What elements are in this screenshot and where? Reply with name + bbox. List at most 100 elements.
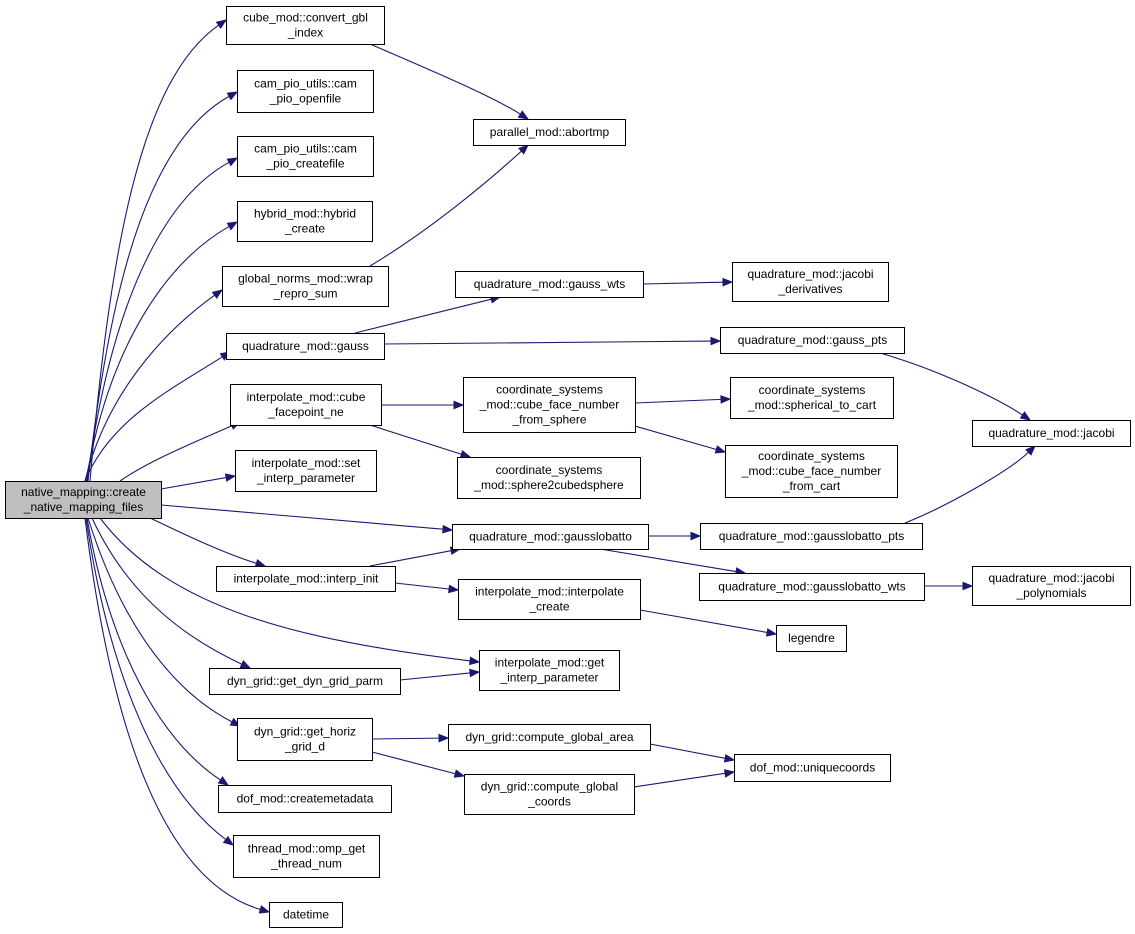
edge-line (86, 517, 221, 781)
edge-gausslobatto-to-gausslobatto_wts (599, 548, 747, 576)
node-label-line: quadrature_mod::gausslobatto (469, 530, 632, 544)
node-box (730, 377, 894, 419)
node-label-line: _interp_parameter (256, 471, 355, 485)
node-set-interp-parameter[interactable]: interpolate_mod::set_interp_parameter (235, 450, 377, 492)
edge-line (160, 477, 227, 490)
node-cube-face-number-from-cart[interactable]: coordinate_systems_mod::cube_face_number… (725, 445, 898, 498)
node-sphere2cubedsphere[interactable]: coordinate_systems_mod::sphere2cubedsphe… (457, 457, 641, 499)
arrowhead-icon (226, 91, 239, 101)
edge-line (599, 548, 737, 573)
node-label-line: _native_mapping_files (23, 500, 143, 514)
edge-line (91, 517, 243, 665)
arrowhead-icon (453, 400, 465, 410)
node-abortmp[interactable]: parallel_mod::abortmp (473, 119, 626, 146)
edge-line (371, 737, 440, 740)
edge-gauss_wts-to-jacobi_derivatives (642, 277, 734, 287)
arrowhead-icon (714, 445, 727, 454)
edge-line (879, 352, 1023, 416)
node-box (458, 579, 641, 620)
node-jacobi-polynomials[interactable]: quadrature_mod::jacobi_polynomials (972, 566, 1131, 606)
arrowhead-icon (690, 531, 702, 541)
node-hybrid-create[interactable]: hybrid_mod::hybrid_create (237, 201, 373, 242)
node-label-line: _from_sphere (511, 413, 586, 427)
node-legendre[interactable]: legendre (776, 625, 847, 652)
node-gausslobatto[interactable]: quadrature_mod::gausslobatto (452, 524, 649, 550)
edge-line (87, 517, 233, 723)
node-convert-gbl[interactable]: cube_mod::convert_gbl_index (226, 6, 385, 45)
edge-line (371, 751, 456, 775)
node-omp-get-thread-num[interactable]: thread_mod::omp_get_thread_num (233, 835, 380, 878)
arrowhead-icon (459, 449, 472, 459)
edge-native_mapping-to-convert_gbl (89, 19, 228, 482)
edge-get_dyn_grid_parm-to-get_interp_parameter (399, 668, 481, 681)
node-gauss-wts[interactable]: quadrature_mod::gauss_wts (455, 271, 644, 298)
node-get-dyn-grid-parm[interactable]: dyn_grid::get_dyn_grid_parm (209, 668, 401, 695)
node-gausslobatto-wts[interactable]: quadrature_mod::gausslobatto_wts (699, 573, 925, 601)
node-uniquecoords[interactable]: dof_mod::uniquecoords (734, 754, 891, 782)
node-compute-global-coords[interactable]: dyn_grid::compute_global_coords (464, 774, 635, 815)
node-label-line: _mod::cube_face_number (479, 398, 619, 412)
node-datetime[interactable]: datetime (269, 902, 343, 928)
node-label-line: coordinate_systems (496, 383, 603, 397)
edge-line (399, 672, 471, 681)
node-box (448, 724, 651, 751)
arrowhead-icon (258, 905, 271, 914)
node-jacobi-derivatives[interactable]: quadrature_mod::jacobi_derivatives (732, 262, 889, 302)
edge-cube_facepoint_ne-to-cube_face_number_from_sphere (381, 400, 465, 410)
node-jacobi[interactable]: quadrature_mod::jacobi (972, 420, 1131, 447)
node-cam-pio-createfile[interactable]: cam_pio_utils::cam_pio_createfile (237, 136, 374, 177)
node-label-line: coordinate_systems (759, 383, 866, 397)
node-cube-face-number-from-sphere[interactable]: coordinate_systems_mod::cube_face_number… (463, 377, 636, 433)
edge-get_horiz_grid_d-to-compute_global_coords (371, 751, 466, 778)
node-gauss[interactable]: quadrature_mod::gauss (226, 333, 385, 360)
node-compute-global-area[interactable]: dyn_grid::compute_global_area (448, 724, 651, 751)
node-gauss-pts[interactable]: quadrature_mod::gauss_pts (720, 327, 905, 354)
arrowhead-icon (518, 144, 529, 155)
edge-line (354, 298, 492, 334)
node-gausslobatto-pts[interactable]: quadrature_mod::gausslobatto_pts (700, 523, 923, 550)
edge-get_horiz_grid_d-to-compute_global_area (371, 733, 450, 743)
edge-line (639, 609, 768, 633)
node-box (237, 718, 373, 761)
node-box (269, 902, 343, 928)
node-box (720, 327, 905, 354)
arrowhead-icon (720, 395, 732, 404)
node-createmetadata[interactable]: dof_mod::createmetadata (218, 785, 392, 813)
node-label-line: _repro_sum (272, 287, 337, 301)
node-native-mapping[interactable]: native_mapping::create_native_mapping_fi… (5, 481, 162, 519)
node-box (235, 450, 377, 492)
node-label-line: interpolate_mod::get (495, 656, 605, 670)
node-label-line: cube_mod::convert_gbl (243, 11, 368, 25)
node-cam-pio-openfile[interactable]: cam_pio_utils::cam_pio_openfile (237, 70, 374, 113)
edge-native_mapping-to-set_interp_parameter (160, 473, 237, 490)
edge-native_mapping-to-datetime (84, 517, 271, 914)
node-label-line: quadrature_mod::gausslobatto_wts (718, 580, 905, 594)
edge-line (86, 161, 230, 482)
node-cube-facepoint-ne[interactable]: interpolate_mod::cube_facepoint_ne (230, 384, 382, 426)
edge-compute_global_coords-to-uniquecoords (633, 769, 736, 788)
node-box (473, 119, 626, 146)
node-box (734, 754, 891, 782)
node-label-line: quadrature_mod::jacobi (747, 267, 873, 281)
node-box (5, 481, 162, 519)
node-label-line: _index (287, 26, 323, 40)
edge-line (369, 550, 452, 567)
node-wrap-repro-sum[interactable]: global_norms_mod::wrap_repro_sum (222, 266, 389, 307)
node-interpolate-create[interactable]: interpolate_mod::interpolate_create (458, 579, 641, 620)
node-box (463, 377, 636, 433)
node-label-line: coordinate_systems (758, 449, 865, 463)
node-box (732, 262, 889, 302)
arrowhead-icon (448, 584, 460, 594)
node-label-line: _mod::cube_face_number (741, 464, 881, 478)
node-label-line: interpolate_mod::cube (247, 390, 366, 404)
node-interp-init[interactable]: interpolate_mod::interp_init (216, 566, 396, 592)
node-label-line: interpolate_mod::interp_init (234, 572, 379, 586)
node-label-line: interpolate_mod::set (252, 456, 361, 470)
node-label-line: dyn_grid::get_dyn_grid_parm (227, 674, 383, 688)
arrowhead-icon (517, 110, 530, 120)
node-spherical-to-cart[interactable]: coordinate_systems_mod::spherical_to_car… (730, 377, 894, 419)
edge-interp_init-to-interpolate_create (394, 582, 460, 594)
node-get-horiz-grid-d[interactable]: dyn_grid::get_horiz_grid_d (237, 718, 373, 761)
node-get-interp-parameter[interactable]: interpolate_mod::get_interp_parameter (479, 650, 620, 691)
edge-line (369, 43, 521, 115)
